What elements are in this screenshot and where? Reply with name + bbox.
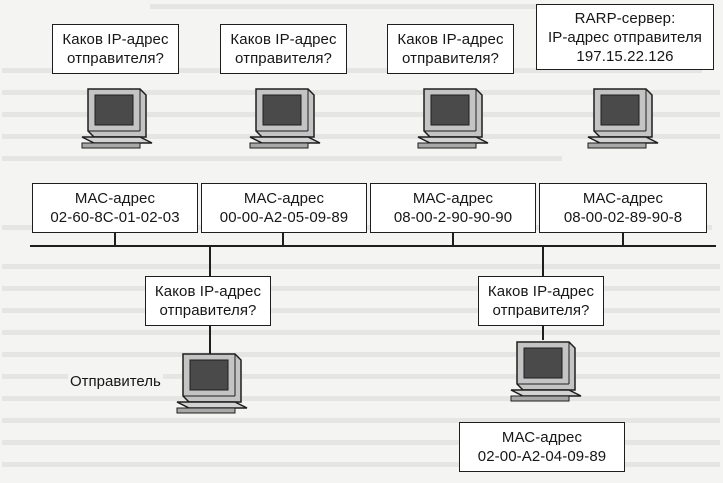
query-line-1: Каков IP-адрес [62,31,169,48]
computer-icon [417,88,489,149]
query-line-1: Каков IP-адрес [154,283,262,300]
rarp-server-box: RARP-сервер: IP-адрес отправителя 197.15… [536,4,714,70]
mac-label: МАС-адрес [74,190,156,207]
query-box-5: Каков IP-адрес отправителя? [478,276,604,326]
mac-box-3: МАС-адрес 08-00-2-90-90-90 [370,183,536,233]
mac-box-1: МАС-адрес 02-60-8C-01-02-03 [32,183,198,233]
rarp-server-line-2: IP-адрес отправителя [547,28,703,46]
mac-box-2: МАС-адрес 00-00-A2-05-09-89 [201,183,367,233]
mac-label: МАС-адрес [412,190,494,207]
query-line-1: Каков IP-адрес [397,31,504,48]
rarp-server-title: RARP-сервер: [574,9,676,27]
mac-label: МАС-адрес [582,190,664,207]
mac-value: 02-60-8C-01-02-03 [50,209,180,226]
sender-computer-icon [176,353,248,414]
query-line-2: отправителя? [492,302,590,319]
query-line-2: отправителя? [401,50,499,67]
query-box-1: Каков IP-адрес отправителя? [52,24,179,74]
mac-label: МАС-адрес [501,429,583,446]
server-computer-icon [587,88,659,149]
query-line-2: отправителя? [159,302,257,319]
query-box-2: Каков IP-адрес отправителя? [220,24,347,74]
computer-icon [81,88,153,149]
mac-box-5: МАС-адрес 02-00-A2-04-09-89 [459,422,625,472]
sender-label: Отправитель [68,372,163,391]
computer-icon [510,341,582,402]
query-box-3: Каков IP-адрес отправителя? [387,24,514,74]
mac-label: МАС-адрес [243,190,325,207]
mac-value: 08-00-02-89-90-8 [563,209,683,226]
mac-box-4: МАС-адрес 08-00-02-89-90-8 [539,183,707,233]
computer-icon [249,88,321,149]
query-line-1: Каков IP-адрес [487,283,595,300]
query-line-2: отправителя? [234,50,332,67]
rarp-server-ip: 197.15.22.126 [576,47,674,65]
mac-value: 00-00-A2-05-09-89 [219,209,349,226]
query-box-4: Каков IP-адрес отправителя? [145,276,271,326]
mac-value: 08-00-2-90-90-90 [393,209,513,226]
mac-value: 02-00-A2-04-09-89 [477,448,607,465]
query-line-1: Каков IP-адрес [230,31,337,48]
query-line-2: отправителя? [66,50,164,67]
